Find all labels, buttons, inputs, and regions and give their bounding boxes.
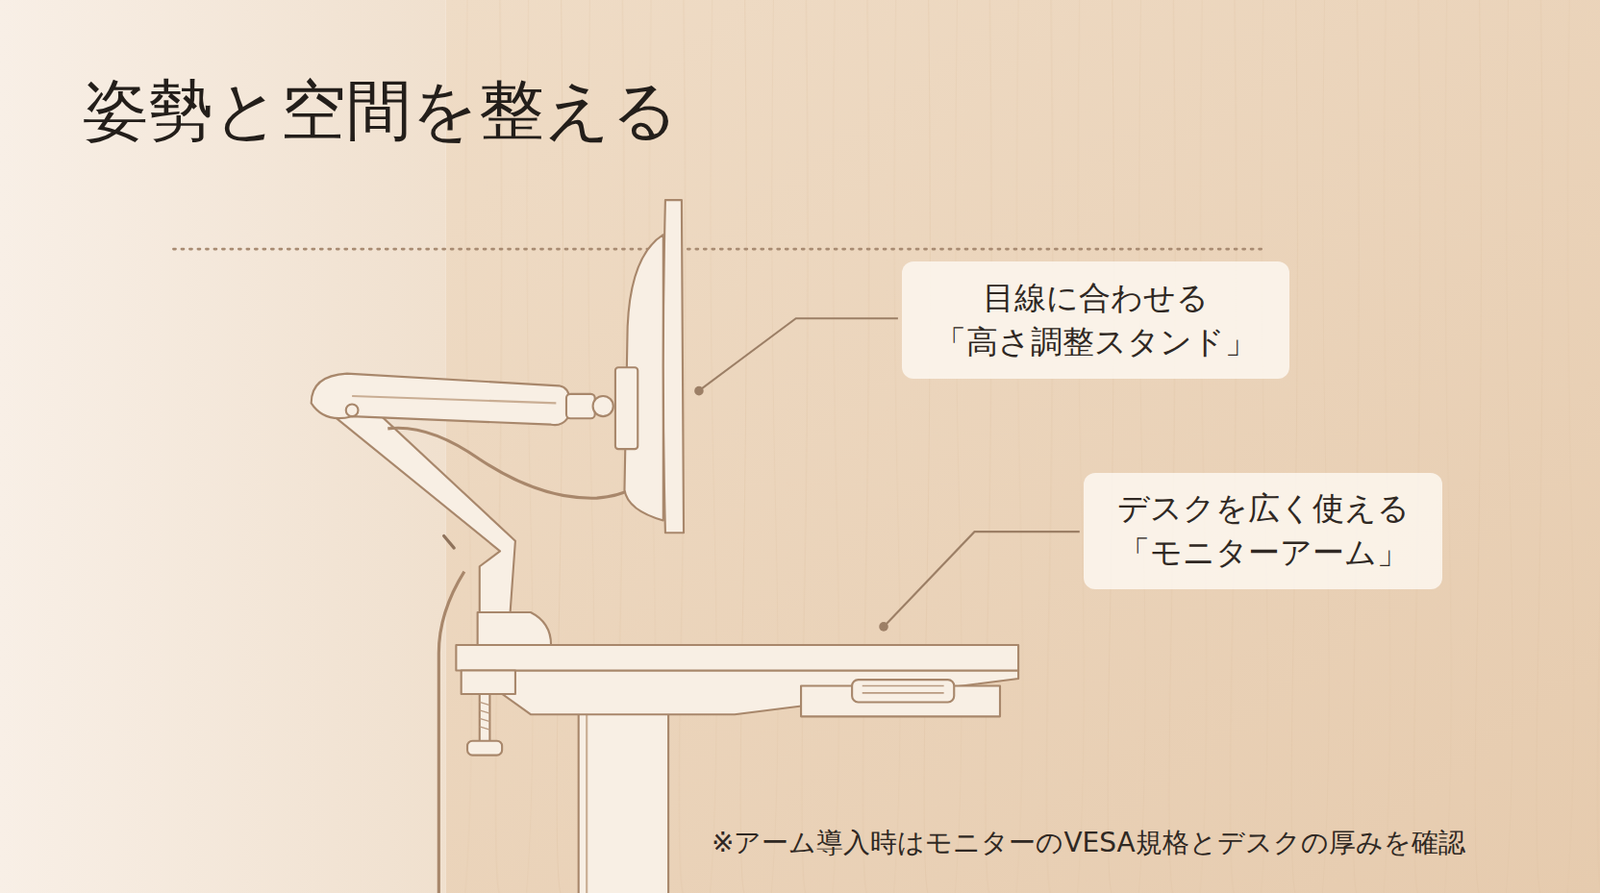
leader-dot	[878, 622, 889, 632]
clamp-knob	[467, 741, 502, 756]
tilt-head	[566, 394, 596, 419]
callout-box: デスクを広く使える「モニターアーム」	[1083, 473, 1443, 590]
arm-base	[477, 612, 551, 646]
upper-arm	[311, 374, 570, 426]
callout-heading: 目線に合わせる	[921, 275, 1271, 321]
elbow-joint	[346, 403, 359, 417]
vesa-plate	[615, 367, 638, 450]
title: 姿勢と空間を整える	[82, 67, 679, 155]
desk-leg	[578, 712, 669, 893]
clamp-screw	[479, 694, 491, 744]
leader-dot	[694, 386, 704, 397]
callout-heading: デスクを広く使える	[1102, 486, 1424, 531]
callout-product: 「モニターアーム」	[1102, 530, 1424, 575]
callout-box: 目線に合わせる「高さ調整スタンド」	[901, 261, 1290, 379]
clamp	[461, 671, 516, 695]
cable	[438, 572, 465, 893]
footnote: ※アーム導入時はモニターのVESA規格とデスクの厚みを確認	[711, 825, 1466, 862]
callout-product: 「高さ調整スタンド」	[921, 320, 1271, 365]
keyboard	[851, 679, 954, 702]
desk-top	[455, 645, 1019, 672]
tilt-knob	[593, 396, 614, 417]
monitor-screen	[663, 200, 684, 533]
eye-line	[173, 248, 1268, 251]
